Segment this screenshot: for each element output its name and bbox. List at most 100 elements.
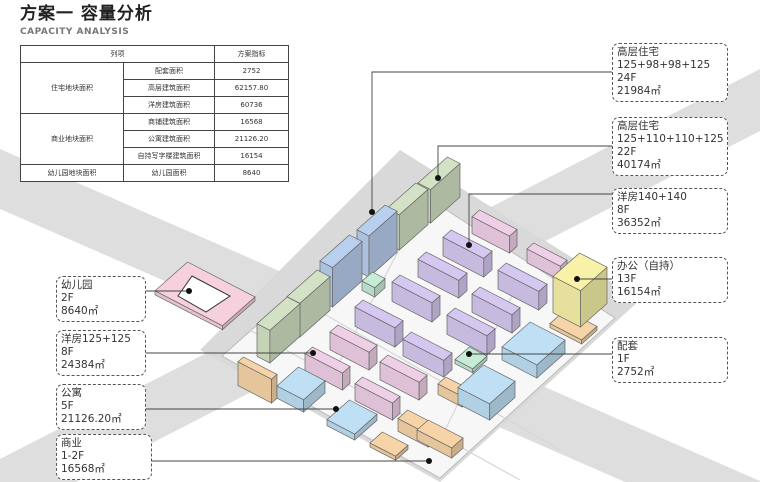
page-subtitle: CAPACITY ANALYSIS (20, 27, 130, 37)
row-value: 2752 (214, 62, 289, 80)
building-roof (361, 271, 386, 289)
label-line: 洋房125+125 (61, 333, 131, 345)
building-roof (497, 262, 548, 292)
label-line: 1F (617, 353, 630, 365)
support-building (454, 346, 488, 374)
building-roof (552, 252, 608, 292)
label-kindergarten: 幼儿园 2F 8640㎡ (56, 276, 146, 322)
label-apartment: 公寓 5F 21126.20㎡ (56, 384, 146, 430)
row-item: 商铺建筑面积 (123, 113, 215, 131)
table-header-row: 列项 方案指标 (20, 45, 289, 63)
villa-slab (354, 376, 401, 421)
support-building (361, 271, 386, 298)
label-office: 办公（自持） 13F 16154㎡ (612, 257, 728, 303)
row-value: 8640 (214, 164, 289, 182)
villa-slab (391, 274, 441, 323)
header-value: 方案指标 (214, 45, 289, 63)
label-line: 24384㎡ (61, 359, 105, 371)
group-name: 幼儿园地块面积 (20, 164, 124, 182)
row-item: 公寓建筑面积 (123, 130, 215, 148)
label-line: 40174㎡ (617, 159, 661, 171)
villa-slab (304, 346, 351, 391)
leader-dot (310, 350, 316, 356)
road-line (299, 299, 561, 451)
villa-slab (354, 299, 404, 348)
label-line: 洋房140+140 (617, 191, 687, 203)
building-roof (417, 251, 468, 281)
building-roof (526, 242, 568, 267)
building-roof (319, 234, 363, 269)
building-roof (354, 299, 404, 329)
label-line: 高层住宅 (617, 120, 659, 132)
building-roof (356, 204, 398, 237)
label-highrise-24f: 高层住宅 125+98+98+125 24F 21984㎡ (612, 43, 728, 102)
building-roof (256, 296, 301, 331)
label-line: 16568㎡ (61, 463, 105, 475)
label-villa-125: 洋房125+125 8F 24384㎡ (56, 330, 146, 376)
row-value: 62157.80 (214, 79, 289, 97)
row-value: 16154 (214, 147, 289, 165)
building-roof (326, 399, 378, 435)
building-roof (329, 324, 378, 353)
label-line: 21126.20㎡ (61, 413, 122, 425)
villa-slab (446, 307, 496, 356)
label-line: 8F (617, 204, 630, 216)
label-line: 8640㎡ (61, 305, 99, 317)
group-name: 商业地块面积 (20, 113, 124, 165)
label-line: 13F (617, 273, 637, 285)
leader-dot (186, 288, 192, 294)
group-name: 住宅地块面积 (20, 62, 124, 114)
label-villa-140: 洋房140+140 8F 36352㎡ (612, 188, 728, 234)
building-roof (471, 286, 521, 316)
leader-dot (426, 458, 432, 464)
page-title: 方案一 容量分析 (20, 4, 153, 24)
leader-dot (369, 209, 375, 215)
building-roof (354, 376, 401, 404)
leader-dot (466, 351, 472, 357)
label-highrise-22f: 高层住宅 125+110+110+125 22F 40174㎡ (612, 117, 728, 176)
leader-dot (466, 242, 472, 248)
label-line: 2F (61, 292, 74, 304)
villa-slab (417, 251, 468, 299)
row-item: 自持写字楼建筑面积 (123, 147, 215, 165)
row-item: 幼儿园面积 (123, 164, 215, 182)
label-line: 高层住宅 (617, 46, 659, 58)
building-roof (402, 331, 453, 361)
office-tower (552, 252, 608, 328)
villa-slab (497, 262, 548, 311)
label-line: 16154㎡ (617, 286, 661, 298)
commercial-strip (416, 419, 464, 459)
label-line: 21984㎡ (617, 85, 661, 97)
leader-line (371, 71, 612, 212)
label-line: 22F (617, 146, 637, 158)
label-line: 8F (61, 346, 74, 358)
building-roof (471, 209, 518, 237)
label-line: 125+110+110+125 (617, 133, 724, 145)
label-line: 办公（自持） (617, 260, 680, 272)
building-roof (417, 156, 461, 191)
commercial-strip (237, 356, 278, 404)
label-commercial: 商业 1-2F 16568㎡ (56, 434, 152, 480)
apartment-block (457, 364, 516, 421)
table-row: 自持写字楼建筑面积 16154 (21, 147, 289, 165)
building-roof (446, 307, 496, 337)
apartment-block (326, 399, 378, 441)
building-roof (416, 419, 464, 449)
label-line: 36352㎡ (617, 217, 661, 229)
table-row: 高层建筑面积 62157.80 (21, 79, 289, 97)
row-item: 配套面积 (123, 62, 215, 80)
building-roof (237, 356, 278, 380)
building-roof (276, 366, 326, 401)
table-row: 洋房建筑面积 60736 (21, 96, 289, 114)
villa-slab (329, 324, 378, 371)
leader-dot (435, 175, 441, 181)
building-roof (304, 346, 351, 374)
leader-dot (333, 406, 339, 412)
capacity-table: 列项 方案指标 住宅地块面积 配套面积 2752 高层建筑面积 62157.80… (20, 45, 289, 182)
building-roof (379, 354, 428, 383)
label-line: 公寓 (61, 387, 82, 399)
building-roof (454, 346, 488, 370)
row-value: 16568 (214, 113, 289, 131)
